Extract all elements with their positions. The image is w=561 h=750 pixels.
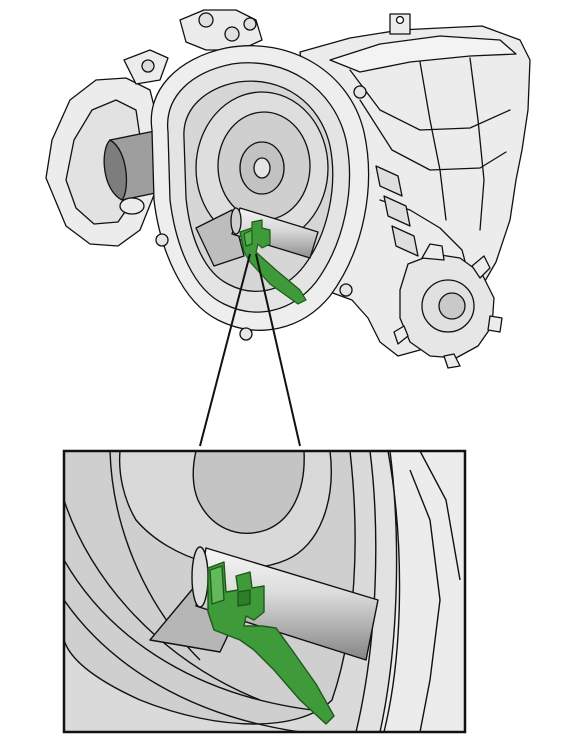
detail-shift-rail-shaft-end [191,546,209,608]
detail-view-content [64,451,465,732]
shift-rail-shaft-end [230,207,242,235]
detail-lower-wall-2 [64,599,301,732]
output-flange-hub-inner [438,292,466,320]
detail-right-edge-3 [419,451,461,581]
bell-bolt-lug-3 [339,283,353,297]
top-left-bracket-bolt [141,59,155,73]
rear-case-top-ridge [329,35,517,73]
shift-fork-highlight [239,219,307,305]
bell-bolt-lug-4 [353,85,367,99]
detail-shift-fork-tab [209,565,225,605]
rear-case-cooling-fins [375,165,419,257]
rear-case-rib-1 [349,69,511,131]
detail-right-edge-2 [409,469,441,732]
leader-line-left [199,253,251,447]
top-boss-3 [243,17,257,31]
left-stud [119,197,145,215]
detail-shift-fork [207,561,335,725]
detail-inner-ring [192,451,305,534]
top-mounting-hole [395,15,405,25]
detail-lower-wall-1 [64,559,331,713]
top-boss-1 [198,12,214,28]
output-flange [393,243,503,369]
detail-shift-fork-slot [237,589,251,607]
rear-case-rib-4 [469,57,485,231]
rear-case-rib-3 [419,61,447,221]
leader-line-right [255,253,301,447]
rear-case-rib-2 [359,99,507,171]
bell-bolt-lug-2 [239,327,253,341]
shift-fork-body [239,219,307,305]
detail-lower-wall-3 [64,499,261,701]
input-shaft-end [253,157,271,179]
output-flange-lobes [393,243,503,369]
detail-right-edge-1 [383,451,401,732]
transmission-housing [45,9,531,369]
left-side-shaft-face [103,139,128,201]
detail-frame [62,449,467,734]
callout-leaders [199,253,301,447]
bell-bolt-lug-1 [155,233,169,247]
detail-callout [62,449,467,734]
top-boss-2 [224,26,240,42]
shift-fork-tab [243,229,253,247]
